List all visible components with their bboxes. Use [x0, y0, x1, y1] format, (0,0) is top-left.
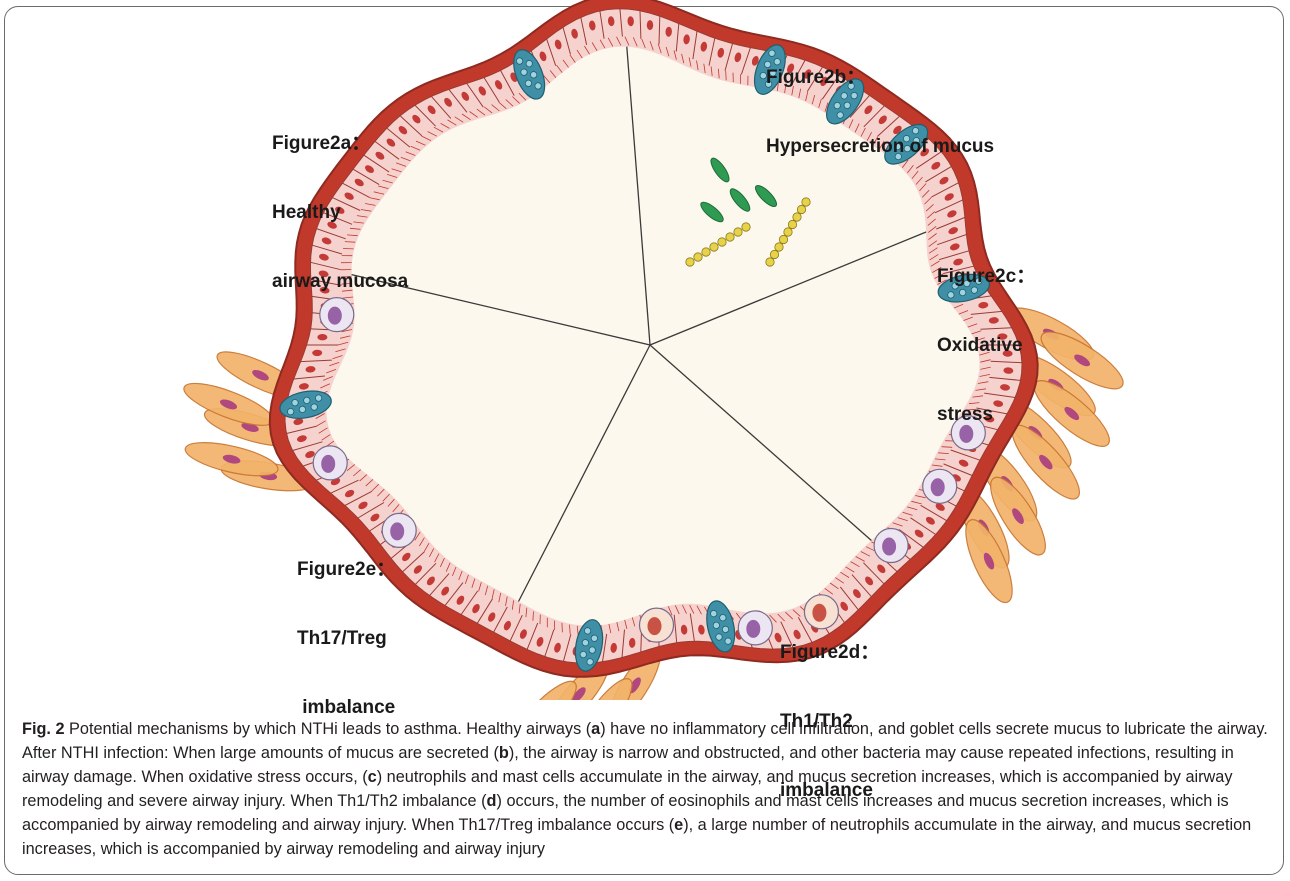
coccus: [770, 250, 778, 258]
label-figure2a: Figure2a： Healthy airway mucosa: [272, 86, 408, 316]
caption-segment: Potential mechanisms by which NTHi leads…: [65, 720, 592, 738]
cilium: [562, 623, 563, 632]
coccus: [802, 198, 810, 206]
coccus: [686, 258, 694, 266]
caption-figure-label: Fig. 2: [22, 720, 65, 738]
label-figure2b: Figure2b： Hypersecretion of mucus: [766, 20, 994, 181]
coccus: [742, 223, 750, 231]
coccus: [766, 258, 774, 266]
airway-illustration: [0, 0, 1290, 700]
label-figure2a-line1: Healthy: [272, 201, 408, 224]
leukocyte-nucleus: [746, 620, 760, 638]
coccus: [788, 220, 796, 228]
label-figure2b-line1: Hypersecretion of mucus: [766, 135, 994, 158]
label-figure2c-head: Figure2c：: [937, 265, 1035, 288]
leukocyte-nucleus: [931, 478, 945, 496]
caption-panel-letter: c: [368, 768, 377, 786]
label-figure2c-line2: stress: [937, 403, 1035, 426]
muscle-cell: [506, 674, 584, 700]
cilium: [726, 71, 727, 80]
coccus: [779, 235, 787, 243]
label-figure2a-head: Figure2a：: [272, 132, 408, 155]
leukocyte-nucleus: [321, 455, 335, 473]
label-figure2d-head: Figure2d：: [780, 641, 879, 664]
leukocyte-nucleus: [882, 538, 896, 556]
coccus: [694, 253, 702, 261]
label-figure2c-line1: Oxidative: [937, 334, 1035, 357]
caption-text: Potential mechanisms by which NTHi leads…: [22, 720, 1268, 858]
label-figure2a-line2: airway mucosa: [272, 270, 408, 293]
caption-panel-letter: b: [499, 744, 509, 762]
figure-caption: Fig. 2 Potential mechanisms by which NTH…: [22, 717, 1272, 861]
caption-panel-letter: e: [674, 816, 683, 834]
coccus: [775, 243, 783, 251]
caption-panel-letter: d: [487, 792, 497, 810]
label-figure2e-line1: Th17/Treg: [297, 627, 395, 650]
coccus: [784, 228, 792, 236]
coccus: [734, 228, 742, 236]
coccus: [726, 233, 734, 241]
leukocyte-nucleus: [648, 617, 662, 635]
label-figure2e-line2: imbalance: [297, 696, 395, 719]
coccus: [702, 248, 710, 256]
cell-nucleus: [647, 20, 653, 30]
caption-panel-letter: a: [591, 720, 600, 738]
label-figure2e-head: Figure2e：: [297, 558, 395, 581]
coccus: [793, 213, 801, 221]
coccus: [797, 205, 805, 213]
coccus: [710, 243, 718, 251]
coccus: [718, 238, 726, 246]
label-figure2e: Figure2e： Th17/Treg imbalance: [297, 512, 395, 742]
label-figure2c: Figure2c： Oxidative stress: [937, 219, 1035, 449]
label-figure2b-head: Figure2b：: [766, 66, 994, 89]
